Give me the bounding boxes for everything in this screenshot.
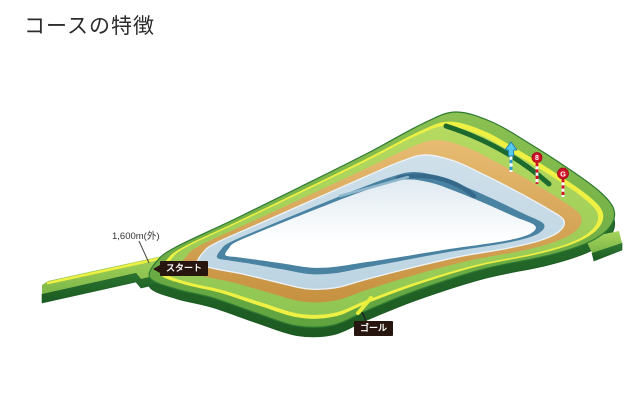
- page-title: コースの特徴: [24, 15, 155, 38]
- furlong-pole-8: 8: [531, 152, 543, 184]
- start-badge: スタート: [152, 261, 209, 276]
- goal-leader-line: [361, 311, 367, 322]
- track-band-layer: [148, 111, 616, 328]
- goal-pole: G: [557, 167, 569, 197]
- inner-blue-highlight-streak: [338, 175, 410, 198]
- start-leader-line: [138, 240, 150, 264]
- goal-pole-label: G: [560, 170, 566, 179]
- goal-line: [356, 296, 373, 315]
- track-infield: [225, 179, 536, 268]
- turf-shadow-swoosh: [443, 123, 552, 187]
- start-distance-label: 1,600m(外): [112, 231, 160, 242]
- goal-badge: ゴール: [354, 321, 394, 336]
- direction-arrow-icon: [504, 141, 518, 157]
- direction-arrow-marker: [504, 141, 518, 172]
- furlong-pole-8-label: 8: [535, 155, 539, 162]
